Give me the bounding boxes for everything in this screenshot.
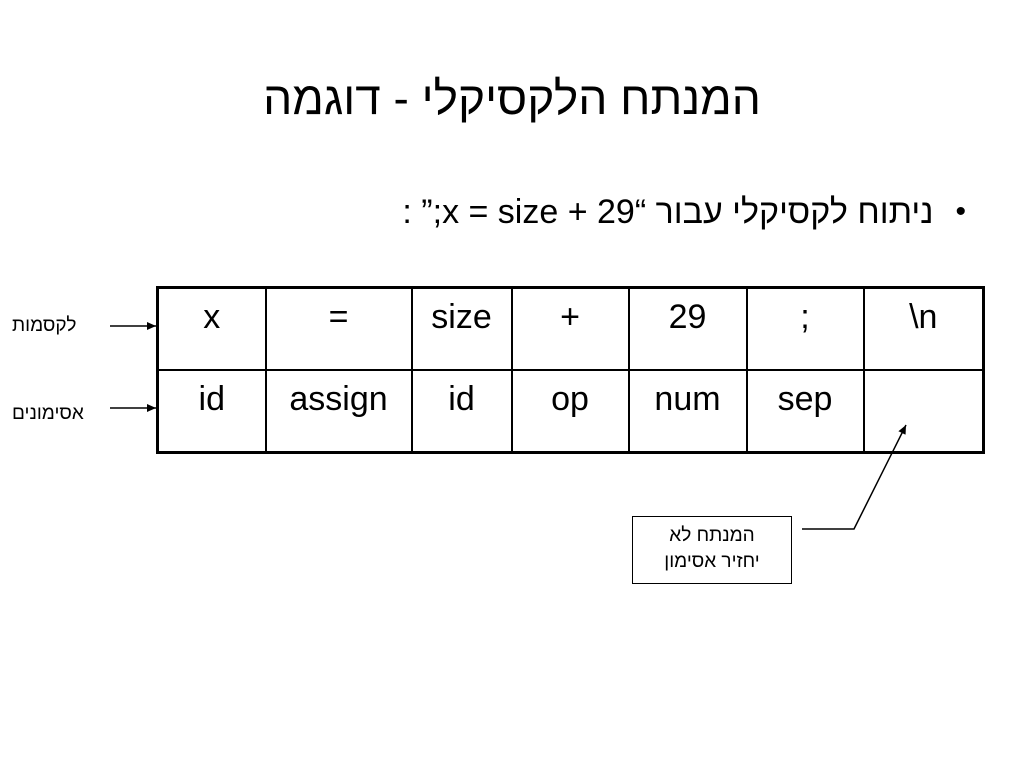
token-cell: id	[410, 369, 513, 454]
lexeme-cell: =	[264, 286, 413, 371]
lexeme-cell: ;	[745, 286, 865, 371]
lexeme-cell: +	[510, 286, 630, 371]
tokens-label: אסימונים	[12, 403, 84, 424]
note-box: המנתח לא יחזיר אסימון	[632, 516, 792, 584]
lexical-analysis-table: x = size + 29 ; \n id assign id op num s…	[156, 286, 985, 454]
lexeme-cell: \n	[862, 286, 985, 371]
lexeme-row: x = size + 29 ; \n	[156, 286, 985, 371]
note-line-2: יחזיר אסימון	[664, 551, 760, 572]
token-cell: assign	[264, 369, 413, 454]
token-cell: sep	[745, 369, 865, 454]
note-line-1: המנתח לא	[669, 525, 755, 546]
slide-title: המנתח הלקסיקלי - דוגמה	[263, 72, 761, 124]
token-cell	[862, 369, 985, 454]
lexeme-cell: size	[410, 286, 513, 371]
bullet-text: ניתוח לקסיקלי עבור “x = size + 29;” :	[402, 193, 934, 231]
bullet-item: ניתוח לקסיקלי עבור “x = size + 29;” : •	[402, 190, 966, 234]
token-cell: id	[156, 369, 267, 454]
lexeme-cell: x	[156, 286, 267, 371]
token-row: id assign id op num sep	[156, 369, 985, 454]
bullet-marker: •	[955, 195, 966, 228]
lexeme-cell: 29	[627, 286, 748, 371]
token-cell: num	[627, 369, 748, 454]
token-cell: op	[510, 369, 630, 454]
lexemes-label: לקסמות	[12, 315, 77, 336]
